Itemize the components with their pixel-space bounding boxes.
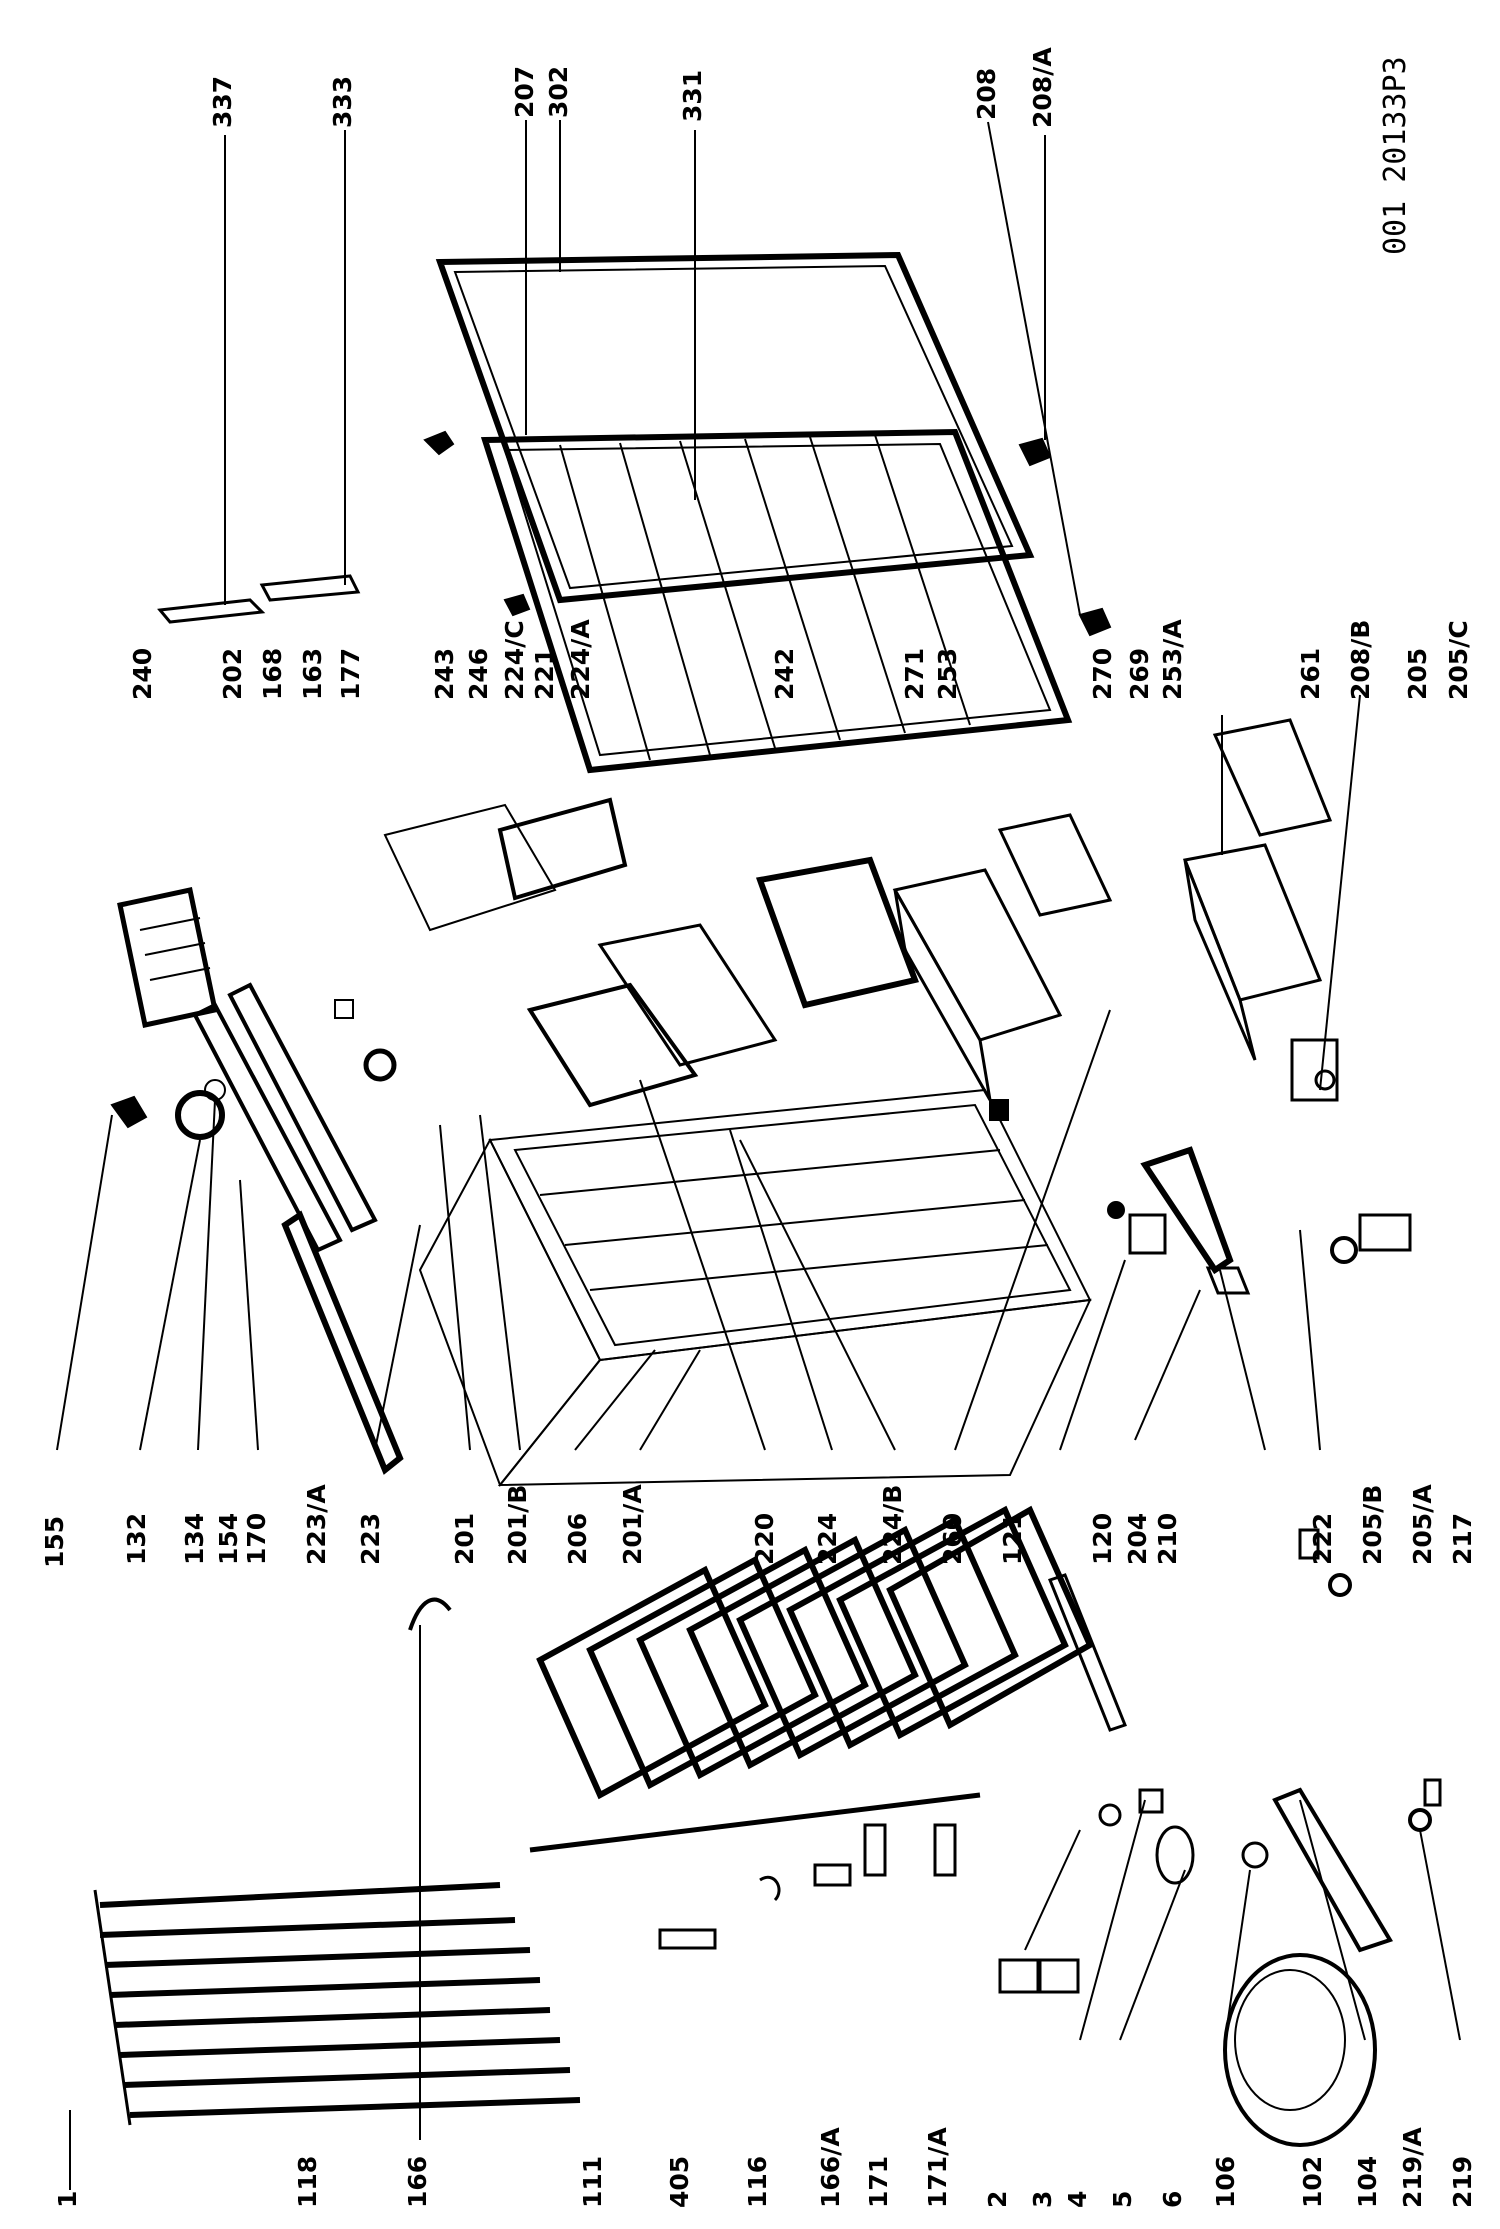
part-label-242: 242	[770, 647, 799, 700]
part-label-240: 240	[128, 647, 157, 700]
cabinet-body	[418, 1088, 1092, 1488]
basket-covers	[997, 718, 1333, 917]
part-label-210: 210	[1153, 1512, 1182, 1565]
leader-lines-bottom	[69, 1625, 1461, 2190]
part-label-253-a: 253/A	[1158, 619, 1187, 700]
part-label-155: 155	[40, 1515, 69, 1568]
part-label-333: 333	[328, 75, 357, 128]
part-label-106: 106	[1211, 2155, 1240, 2208]
base-rail	[1140, 1146, 1234, 1275]
part-label-104: 104	[1353, 2155, 1382, 2208]
part-label-208-a: 208/A	[1028, 47, 1057, 128]
small-parts	[408, 1038, 1442, 1994]
part-label-219: 219	[1448, 2155, 1477, 2208]
control-parts	[110, 982, 397, 1253]
part-label-246: 246	[464, 647, 493, 700]
compressor	[1223, 1953, 1377, 2147]
evaporator-shelves	[529, 1505, 1094, 1853]
part-label-271: 271	[900, 647, 929, 700]
part-label-220: 220	[750, 1512, 779, 1565]
part-label-120: 120	[1088, 1512, 1117, 1565]
top-panel	[281, 1210, 404, 1475]
part-label-405: 405	[665, 2155, 694, 2208]
part-label-205-c: 205/C	[1444, 620, 1473, 700]
part-label-224-a: 224/A	[566, 619, 595, 700]
part-label-1: 1	[53, 2190, 82, 2208]
part-label-2: 2	[983, 2190, 1012, 2208]
part-label-223: 223	[356, 1512, 385, 1565]
part-label-170: 170	[242, 1512, 271, 1565]
part-label-223-a: 223/A	[302, 1484, 331, 1565]
part-label-201-b: 201/B	[503, 1484, 532, 1565]
part-label-331: 331	[678, 69, 707, 122]
part-label-207: 207	[510, 65, 539, 118]
part-label-206: 206	[563, 1512, 592, 1565]
part-label-205: 205	[1403, 647, 1432, 700]
part-label-302: 302	[544, 65, 573, 118]
part-label-219-a: 219/A	[1398, 2127, 1427, 2208]
part-label-111: 111	[578, 2155, 607, 2208]
part-label-204: 204	[1123, 1512, 1152, 1565]
part-label-132: 132	[122, 1512, 151, 1565]
part-label-208: 208	[972, 67, 1001, 120]
part-label-222: 222	[1308, 1512, 1337, 1565]
part-label-201: 201	[450, 1512, 479, 1565]
part-label-171: 171	[864, 2155, 893, 2208]
reference-code: 001 20133P3	[1378, 56, 1413, 255]
part-label-134: 134	[180, 1512, 209, 1565]
part-label-221: 221	[530, 647, 559, 700]
part-label-208-b: 208/B	[1346, 619, 1375, 700]
part-label-243: 243	[430, 647, 459, 700]
part-label-102: 102	[1298, 2155, 1327, 2208]
part-label-224-b: 224/B	[878, 1484, 907, 1565]
part-label-224: 224	[813, 1512, 842, 1565]
door-handles	[157, 574, 361, 624]
leader-lines-top	[224, 120, 1361, 1091]
part-label-217: 217	[1448, 1512, 1477, 1565]
door-gasket-302	[435, 251, 1035, 604]
part-label-205-a: 205/A	[1408, 1484, 1437, 1565]
part-label-5: 5	[1108, 2190, 1137, 2208]
part-label-201-a: 201/A	[618, 1484, 647, 1565]
part-label-4: 4	[1063, 2190, 1092, 2208]
condenser-coil	[93, 1882, 581, 2126]
part-label-166: 166	[403, 2155, 432, 2208]
part-label-166-a: 166/A	[816, 2127, 845, 2208]
leader-lines-mid	[56, 1009, 1321, 1451]
part-label-171-a: 171/A	[923, 2127, 952, 2208]
ice-tray	[117, 887, 218, 1028]
door-hinge-parts	[423, 430, 1112, 637]
part-label-253: 253	[933, 647, 962, 700]
part-label-154: 154	[214, 1512, 243, 1565]
part-label-205-b: 205/B	[1358, 1484, 1387, 1565]
part-label-116: 116	[743, 2155, 772, 2208]
part-label-118: 118	[293, 2155, 322, 2208]
part-label-202: 202	[218, 647, 247, 700]
part-label-224-c: 224/C	[500, 620, 529, 700]
part-label-121: 121	[998, 1512, 1027, 1565]
part-label-177: 177	[336, 647, 365, 700]
part-label-261: 261	[1296, 647, 1325, 700]
part-label-337: 337	[208, 75, 237, 128]
misc-rails	[1048, 1573, 1393, 1953]
part-label-163: 163	[298, 647, 327, 700]
part-label-3: 3	[1028, 2190, 1057, 2208]
part-label-260: 260	[938, 1512, 967, 1565]
part-label-168: 168	[258, 647, 287, 700]
part-label-269: 269	[1125, 647, 1154, 700]
wire-baskets	[892, 843, 1323, 1101]
shelf-frames	[383, 797, 920, 1108]
part-label-270: 270	[1088, 647, 1117, 700]
part-label-6: 6	[1158, 2190, 1187, 2208]
